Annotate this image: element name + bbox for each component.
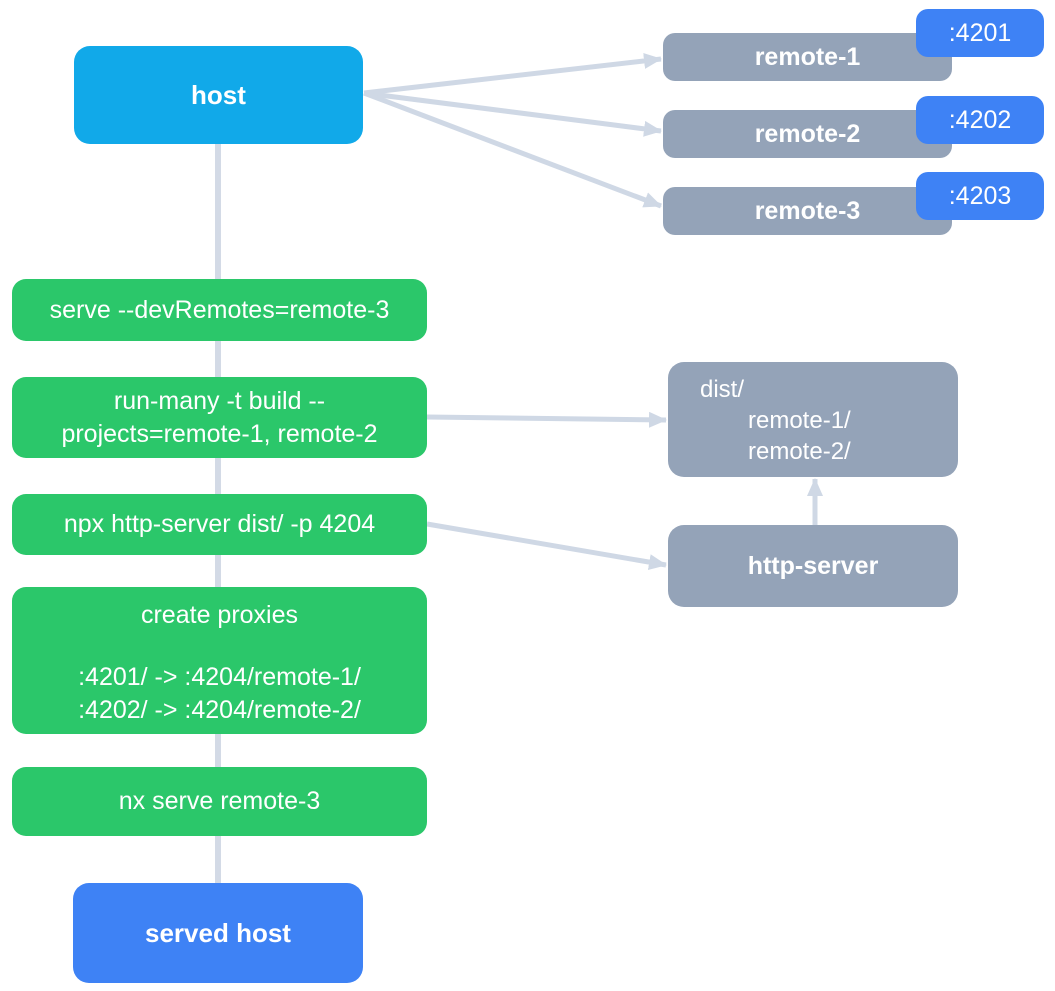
port-4201-badge: :4201 (916, 9, 1044, 57)
serve-command-node: serve --devRemotes=remote-3 (12, 279, 427, 341)
served-host-node: served host (73, 883, 363, 983)
http-server-node: http-server (668, 525, 958, 607)
arrow-npx-to-http-server (426, 521, 667, 571)
port-4203-badge: :4203 (916, 172, 1044, 220)
host-node: host (74, 46, 363, 144)
port-4202-badge: :4202 (916, 96, 1044, 144)
run-many-line-1: run-many -t build -- (113, 386, 326, 415)
arrow-host-to-remote-1 (363, 52, 662, 96)
create-proxies-node: create proxies :4201/ -> :4204/remote-1/… (12, 587, 427, 734)
proxy-rule-2: :4202/ -> :4204/remote-2/ (78, 696, 361, 724)
http-server-command-node: npx http-server dist/ -p 4204 (12, 494, 427, 555)
proxy-rule-1: :4201/ -> :4204/remote-1/ (78, 663, 361, 691)
remote-3-node: remote-3 (663, 187, 952, 235)
remote-1-node: remote-1 (663, 33, 952, 81)
remote-2-node: remote-2 (663, 110, 952, 158)
create-proxies-title: create proxies (140, 601, 299, 629)
dist-remote-2-label: remote-2/ (748, 438, 851, 465)
dist-root-label: dist/ (700, 376, 745, 403)
nx-serve-command-node: nx serve remote-3 (12, 767, 427, 836)
arrow-run-many-to-dist (426, 411, 667, 428)
run-many-line-2: projects=remote-1, remote-2 (61, 419, 378, 448)
dist-remote-1-label: remote-1/ (748, 407, 851, 434)
dist-folder-node: dist/ remote-1/ remote-2/ (668, 362, 958, 477)
arrow-host-to-remote-2 (363, 90, 662, 137)
arrow-host-to-remote-3 (363, 90, 662, 209)
run-many-command-node: run-many -t build -- projects=remote-1, … (12, 377, 427, 458)
